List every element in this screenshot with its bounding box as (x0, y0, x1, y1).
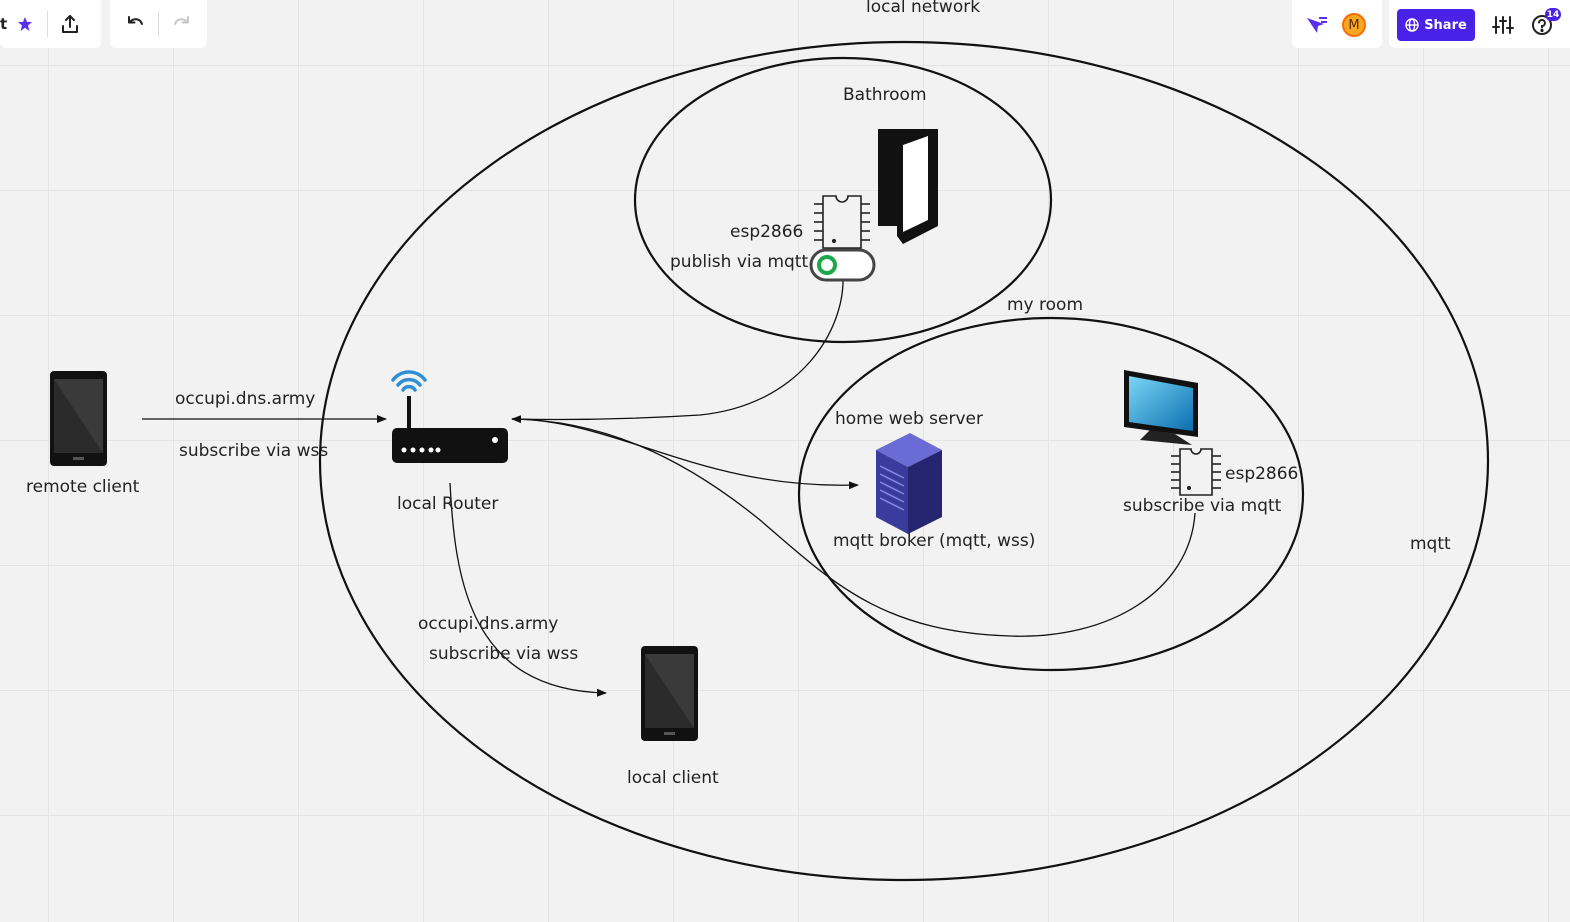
board-title[interactable]: t (0, 15, 8, 33)
toggle-sensor-icon[interactable] (809, 248, 876, 282)
my-room-label[interactable]: my room (1007, 295, 1084, 315)
router-to-local-client-arrow[interactable] (449, 482, 607, 697)
bath-esp-label[interactable]: esp2866 (730, 222, 804, 242)
avatar[interactable]: M (1342, 13, 1366, 37)
share-label: Share (1424, 17, 1467, 33)
room-chip-icon[interactable] (1171, 448, 1221, 496)
subscriber-to-router-line[interactable] (511, 418, 1196, 637)
local-network-label[interactable]: local network (866, 0, 981, 17)
globe-icon (1405, 18, 1419, 32)
local-client-label[interactable]: local client (627, 768, 719, 788)
reactions-cursor-icon[interactable] (1305, 14, 1329, 36)
remote-client-label[interactable]: remote client (26, 477, 140, 497)
home-web-server-label[interactable]: home web server (835, 409, 983, 429)
room-subscribe-label[interactable]: subscribe via mqtt (1123, 496, 1282, 516)
collaboration-bar (1292, 0, 1382, 48)
star-icon[interactable] (13, 2, 37, 46)
sliders-icon[interactable] (1492, 15, 1514, 39)
help-icon[interactable] (1531, 14, 1553, 40)
mqtt-label[interactable]: mqtt (1410, 534, 1451, 554)
local-link-protocol-label[interactable]: subscribe via wss (429, 644, 579, 664)
remote-link-host-label[interactable]: occupi.dns.army (175, 389, 316, 409)
server-icon[interactable] (876, 433, 942, 534)
history-toolbar (110, 0, 207, 48)
monitor-icon[interactable] (1124, 370, 1198, 445)
local-router-label[interactable]: local Router (397, 494, 499, 514)
bathroom-label[interactable]: Bathroom (843, 85, 927, 105)
room-esp-label[interactable]: esp2866 (1225, 464, 1299, 484)
upload-icon[interactable] (48, 2, 92, 46)
toolbar-divider (47, 11, 49, 37)
local-network-zone[interactable] (318, 40, 1490, 882)
notification-badge: 14 (1545, 8, 1561, 21)
sensor-to-router-arrow[interactable] (511, 275, 844, 424)
local-link-host-label[interactable]: occupi.dns.army (418, 614, 559, 634)
board-toolbar: t (0, 0, 101, 48)
remote-link-protocol-label[interactable]: subscribe via wss (179, 441, 329, 461)
share-button[interactable]: Share (1397, 9, 1475, 41)
my-room-zone[interactable] (797, 316, 1305, 672)
remote-client-phone-icon[interactable] (50, 371, 107, 466)
redo-icon[interactable] (160, 2, 204, 46)
door-icon[interactable] (878, 129, 938, 244)
router-icon[interactable] (391, 370, 508, 463)
router-to-broker-arrow[interactable] (511, 418, 859, 490)
local-client-phone-icon[interactable] (641, 646, 698, 741)
bathroom-chip-icon[interactable] (814, 195, 870, 249)
undo-icon[interactable] (113, 2, 157, 46)
toolbar-divider (157, 11, 159, 37)
mqtt-broker-label[interactable]: mqtt broker (mqtt, wss) (833, 531, 1036, 551)
bathroom-zone[interactable] (633, 56, 1053, 344)
bath-publish-label[interactable]: publish via mqtt (670, 252, 809, 272)
